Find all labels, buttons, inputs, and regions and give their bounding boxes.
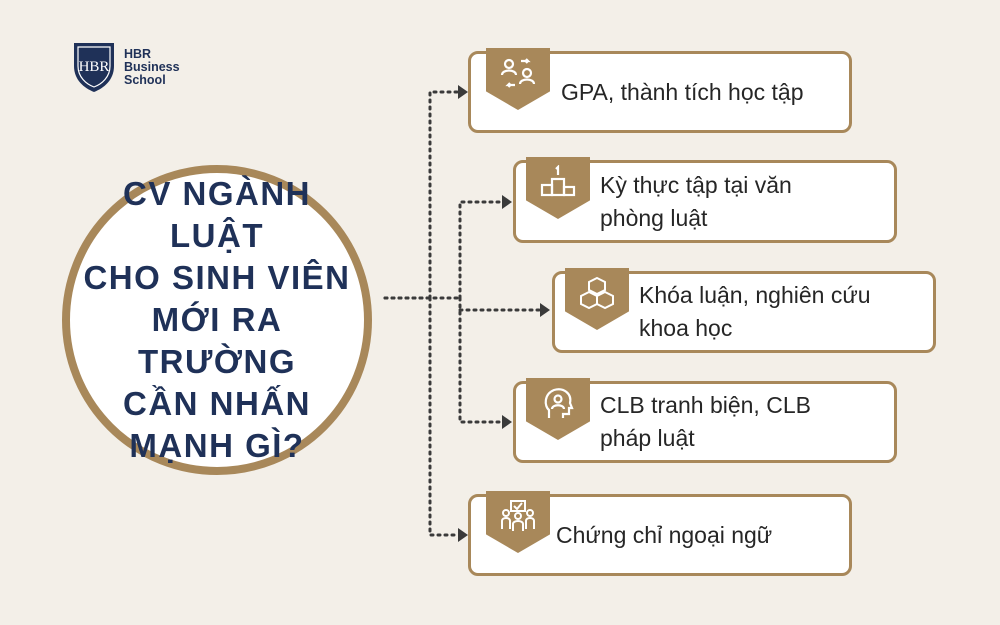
card-thesis: Khóa luận, nghiên cứu khoa học	[552, 268, 936, 353]
arrow-head	[502, 195, 512, 209]
card-gpa: GPA, thành tích học tập	[468, 48, 852, 133]
head-person-icon	[544, 388, 574, 418]
card-badge	[526, 157, 590, 219]
card-internship: Kỳ thực tập tại văn phòng luật	[513, 157, 897, 243]
card-badge	[486, 48, 550, 110]
card-language: Chứng chỉ ngoại ngữ	[468, 491, 852, 576]
logo-line-2: Business	[124, 59, 180, 74]
center-circle: CV NGÀNH LUẬT CHO SINH VIÊN MỚI RA TRƯỜN…	[62, 165, 372, 475]
certificate-team-icon	[501, 500, 535, 531]
card-badge	[486, 491, 550, 553]
cubes-icon	[580, 276, 614, 310]
card-label-thesis: Khóa luận, nghiên cứu khoa học	[639, 282, 871, 341]
card-label-language: Chứng chỉ ngoại ngữ	[556, 521, 773, 548]
arrow-head	[458, 85, 468, 99]
card-label-internship: Kỳ thực tập tại văn phòng luật	[600, 171, 792, 231]
center-title: CV NGÀNH LUẬT CHO SINH VIÊN MỚI RA TRƯỜN…	[83, 175, 351, 464]
logo-wordmark: HBR Business School	[124, 46, 180, 87]
arrow-head	[458, 528, 468, 542]
shield-logo-icon: HBR	[74, 43, 114, 92]
hbr-logo: HBR HBR Business School	[70, 40, 180, 94]
arrow-head	[502, 415, 512, 429]
card-label-gpa: GPA, thành tích học tập	[561, 78, 804, 105]
card-label-clubs: CLB tranh biện, CLB pháp luật	[600, 392, 811, 451]
people-exchange-icon	[500, 58, 536, 88]
card-clubs: CLB tranh biện, CLB pháp luật	[513, 378, 897, 463]
logo-monogram: HBR	[79, 59, 110, 75]
podium-icon	[540, 165, 576, 197]
logo-line-3: School	[124, 72, 166, 87]
arrow-head	[540, 303, 550, 317]
card-badge	[526, 378, 590, 440]
card-badge	[565, 268, 629, 330]
logo-line-1: HBR	[124, 46, 152, 61]
